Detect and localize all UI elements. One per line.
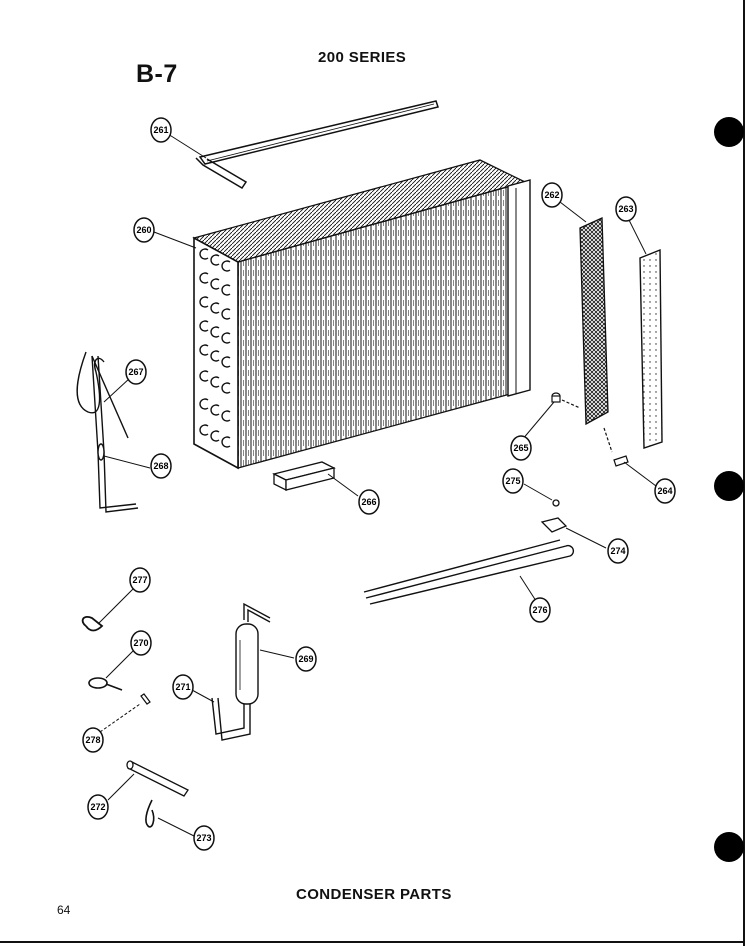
part-263-panel [639,248,663,449]
return-bends [199,248,231,448]
callout-label: 265 [513,443,528,453]
sheet-id: B-7 [136,60,178,88]
callout-label: 261 [153,125,168,135]
callout-label: 271 [175,682,190,692]
callout-270: 270 [130,630,152,656]
leader-lines [97,133,657,837]
callout-label: 262 [544,190,559,200]
part-271-tube [211,697,251,741]
callout-277: 277 [129,567,151,593]
callout-266: 266 [358,489,380,515]
part-269-accumulator [235,602,271,705]
callout-267: 267 [125,359,147,385]
part-260-condenser-coil [192,159,531,470]
right-border [743,0,745,946]
binder-hole-middle [714,471,744,501]
part-270-clamp [88,677,123,691]
callout-265: 265 [510,435,532,461]
callout-label: 266 [361,497,376,507]
callout-261: 261 [150,117,172,143]
callout-271: 271 [172,674,194,700]
callout-label: 270 [133,638,148,648]
callout-label: 269 [298,654,313,664]
callout-label: 277 [132,575,147,585]
callout-260: 260 [133,217,155,243]
part-261-tube [195,100,439,190]
callout-label: 264 [657,486,672,496]
series-title: 200 SERIES [318,49,407,66]
part-273-clip [145,799,155,828]
part-266-block [272,461,336,492]
callout-label: 272 [90,802,105,812]
callout-label: 278 [85,735,100,745]
callout-label: 276 [532,605,547,615]
callout-label: 267 [128,367,143,377]
callout-264: 264 [654,478,676,504]
part-278-screw [140,693,151,705]
callout-label: 260 [136,225,151,235]
part-274-bracket [540,499,568,533]
callout-label: 273 [196,833,211,843]
callout-269: 269 [295,646,317,672]
page-number: 64 [57,903,71,917]
part-277-clip [81,616,104,632]
callout-label: 274 [610,546,625,556]
callout-272: 272 [87,794,109,820]
part-262-filter-mesh [579,217,609,426]
bottom-border [0,941,745,943]
callout-268: 268 [150,453,172,479]
callout-label: 268 [153,461,168,471]
callout-273: 273 [193,825,215,851]
callout-label: 263 [618,204,633,214]
part-265-fastener [551,392,581,409]
callout-262: 262 [541,182,563,208]
binder-hole-bottom [714,832,744,862]
binder-hole-top [714,117,744,147]
figure-caption: CONDENSER PARTS [296,886,452,903]
callout-278: 278 [82,727,104,753]
callout-275: 275 [502,468,524,494]
callout-label: 275 [505,476,520,486]
part-276-tube-loop [363,539,575,605]
callout-274: 274 [607,538,629,564]
part-272-sleeve [126,760,189,797]
callout-276: 276 [529,597,551,623]
callout-263: 263 [615,196,637,222]
part-264-screw [603,427,629,467]
